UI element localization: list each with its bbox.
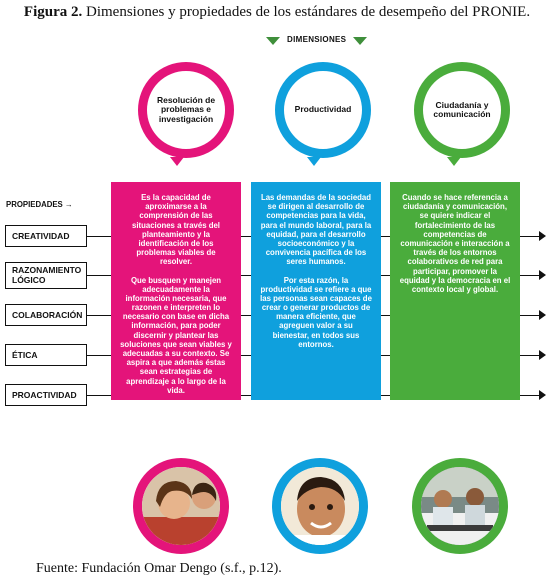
properties-label-text: PROPIEDADES: [6, 200, 63, 209]
dimension-pointer: [447, 157, 461, 166]
property-arrowhead: [539, 390, 546, 400]
dimension-description-productividad: Las demandas de la sociedad se dirigen a…: [251, 182, 381, 400]
dimension-pointer: [170, 157, 184, 166]
dimension-circle-ciudadania: Ciudadanía y comunicación: [414, 62, 510, 158]
property-label: CREATIVIDAD: [12, 231, 70, 241]
property-arrowhead: [539, 310, 546, 320]
figure-caption: Figura 2. Dimensiones y propiedades de l…: [0, 4, 554, 21]
description-paragraph: Cuando se hace referencia a ciudadanía y…: [399, 193, 511, 294]
dimensions-left-triangle: [266, 37, 280, 45]
dimension-circle-resolucion: Resolución de problemas e investigación: [138, 62, 234, 158]
description-paragraph: Las demandas de la sociedad se dirigen a…: [260, 193, 372, 267]
property-arrowhead: [539, 350, 546, 360]
dimension-title: Ciudadanía y comunicación: [433, 99, 491, 119]
description-paragraph: Por esta razón, la productividad se refi…: [260, 275, 372, 349]
property-colaboracion: COLABORACIÓN: [5, 304, 87, 326]
figure-source: Fuente: Fundación Omar Dengo (s.f., p.12…: [36, 561, 282, 576]
photo-students-resolucion: [133, 458, 229, 554]
property-proactividad: PROACTIVIDAD: [5, 384, 87, 406]
properties-label: PROPIEDADES →: [6, 200, 73, 209]
property-arrowhead: [539, 270, 546, 280]
property-label: COLABORACIÓN: [12, 310, 83, 320]
property-label: RAZONAMIENTO LÓGICO: [12, 265, 82, 285]
property-razonamiento: RAZONAMIENTO LÓGICO: [5, 262, 87, 289]
description-paragraph: Es la capacidad de aproximarse a la comp…: [132, 193, 220, 267]
classroom-photo-icon: [421, 467, 499, 545]
boy-photo-icon: [281, 467, 359, 545]
property-label: ÉTICA: [12, 350, 38, 360]
property-arrowhead: [539, 231, 546, 241]
dimension-title: Resolución de problemas e investigación: [156, 94, 216, 124]
dimension-circle-productividad: Productividad: [275, 62, 371, 158]
dimensions-label: DIMENSIONES: [287, 35, 347, 44]
description-paragraph: Que busquen y manejen adecuadamente la i…: [120, 275, 232, 395]
dimension-pointer: [307, 157, 321, 166]
girls-photo-icon: [142, 467, 220, 545]
property-creatividad: CREATIVIDAD: [5, 225, 87, 247]
photo-students-ciudadania: [412, 458, 508, 554]
dimension-title: Productividad: [294, 104, 352, 115]
photo-student-productividad: [272, 458, 368, 554]
property-etica: ÉTICA: [5, 344, 87, 366]
caption-label: Figura 2.: [23, 4, 83, 20]
dimension-description-resolucion: Es la capacidad de aproximarse a la comp…: [111, 182, 241, 400]
caption-text: Dimensiones y propiedades de los estánda…: [82, 4, 531, 20]
dimension-description-ciudadania: Cuando se hace referencia a ciudadanía y…: [390, 182, 520, 400]
property-label: PROACTIVIDAD: [12, 390, 77, 400]
dimensions-right-triangle: [353, 37, 367, 45]
